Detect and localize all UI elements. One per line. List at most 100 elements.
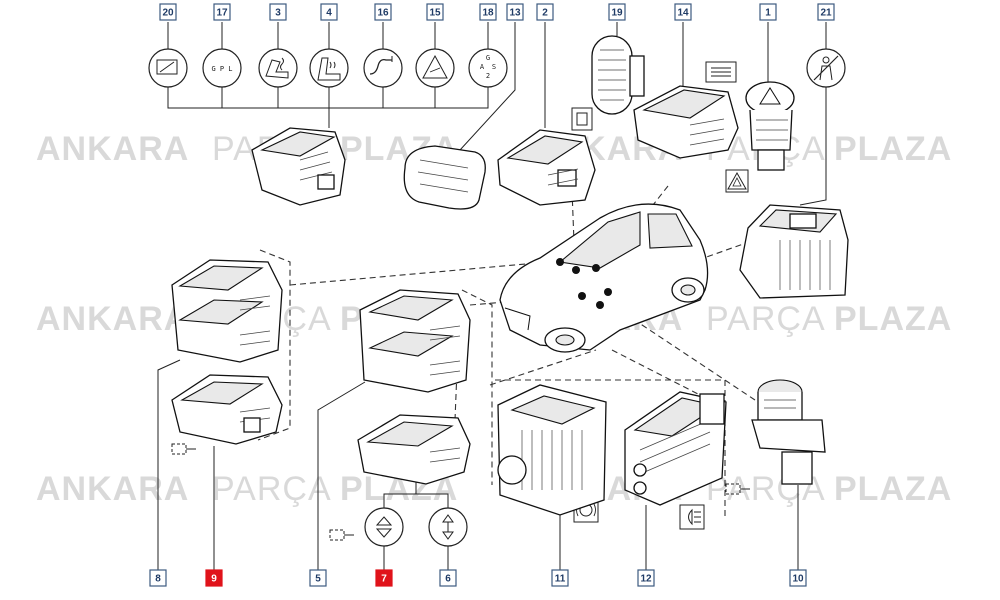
connector-icon-mid bbox=[329, 529, 354, 541]
parts bbox=[171, 35, 849, 516]
car-illustration bbox=[499, 203, 709, 353]
callout-21: 21 bbox=[817, 3, 835, 21]
switch-9 bbox=[171, 374, 283, 445]
callout-number: 4 bbox=[326, 8, 332, 19]
callout-box bbox=[149, 569, 167, 587]
gpl-text: G P L bbox=[211, 65, 232, 73]
callout-box bbox=[205, 569, 223, 587]
callout-box bbox=[269, 3, 287, 21]
damper-icon bbox=[363, 48, 403, 88]
callout-box bbox=[608, 3, 626, 21]
callout-box bbox=[479, 3, 497, 21]
gas-letter: S bbox=[492, 63, 496, 71]
callout-8: 8 bbox=[149, 569, 167, 587]
callout-box bbox=[759, 3, 777, 21]
callout-box bbox=[637, 569, 655, 587]
callout-number: 3 bbox=[275, 8, 281, 19]
callout-9: 9 bbox=[205, 569, 223, 587]
watermark-word: PARÇA bbox=[212, 470, 332, 508]
watermark-word: PLAZA bbox=[834, 300, 952, 338]
switch-12 bbox=[624, 391, 727, 506]
callout-number: 14 bbox=[677, 8, 689, 19]
callout-1: 1 bbox=[759, 3, 777, 21]
gas-letter: 2 bbox=[486, 72, 490, 80]
gpl-icon: G P L bbox=[202, 48, 242, 88]
callout-10: 10 bbox=[789, 569, 807, 587]
callout-box bbox=[426, 3, 444, 21]
callout-box bbox=[506, 3, 524, 21]
airbag-off-icon bbox=[806, 48, 846, 88]
watermark-word: PLAZA bbox=[834, 130, 952, 168]
callout-6: 6 bbox=[439, 569, 457, 587]
callout-box bbox=[817, 3, 835, 21]
gas-letter: A bbox=[480, 63, 485, 71]
watermark-word: ANKARA bbox=[36, 130, 189, 168]
callout-11: 11 bbox=[551, 569, 569, 587]
door-lock-icon bbox=[571, 107, 593, 131]
callout-13: 13 bbox=[506, 3, 524, 21]
callout-box bbox=[213, 3, 231, 21]
callout-12: 12 bbox=[637, 569, 655, 587]
double-switch-5 bbox=[359, 289, 471, 393]
callout-box bbox=[439, 569, 457, 587]
watermark-word: ANKARA bbox=[36, 470, 189, 508]
callout-16: 16 bbox=[374, 3, 392, 21]
callout-7: 7 bbox=[375, 569, 393, 587]
callout-number: 19 bbox=[611, 8, 623, 19]
window-updown-icon-6 bbox=[428, 507, 468, 547]
callout-box bbox=[375, 569, 393, 587]
callout-14: 14 bbox=[674, 3, 692, 21]
callout-number: 20 bbox=[162, 8, 174, 19]
module-21 bbox=[739, 204, 849, 299]
switch-block-top-left bbox=[251, 127, 346, 206]
callout-18: 18 bbox=[479, 3, 497, 21]
gas-icon: G A S 2 bbox=[468, 48, 508, 88]
callout-number: 9 bbox=[211, 574, 217, 585]
callout-box bbox=[789, 569, 807, 587]
callout-number: 5 bbox=[315, 574, 321, 585]
callout-number: 16 bbox=[377, 8, 389, 19]
callout-box bbox=[374, 3, 392, 21]
callout-number: 21 bbox=[820, 8, 832, 19]
callout-15: 15 bbox=[426, 3, 444, 21]
switch-2 bbox=[497, 129, 596, 206]
watermark-row-1: ANKARA PARÇA PLAZA ANKARA PARÇA PLAZA bbox=[36, 130, 952, 168]
rear-defrost-icon bbox=[705, 61, 737, 83]
watermark-row-3: ANKARA PARÇA PLAZA ANKARA PARÇA PLAZA bbox=[36, 470, 951, 508]
callout-box bbox=[551, 569, 569, 587]
callout-5: 5 bbox=[309, 569, 327, 587]
capsule-switch-19 bbox=[591, 35, 645, 115]
callout-2: 2 bbox=[536, 3, 554, 21]
callout-3: 3 bbox=[269, 3, 287, 21]
window-updown-icon-7 bbox=[364, 507, 404, 547]
callout-19: 19 bbox=[608, 3, 626, 21]
callout-number: 2 bbox=[542, 8, 548, 19]
callout-box bbox=[536, 3, 554, 21]
seat-heater-icon bbox=[258, 48, 298, 88]
warning-road-icon bbox=[415, 48, 455, 88]
callout-number: 17 bbox=[216, 8, 228, 19]
callout-number: 12 bbox=[640, 574, 652, 585]
callout-labels: 20 17 3 4 16 15 18 13 2 19 14 1 21 8 9 5 7 6 11 12 10 bbox=[149, 3, 835, 587]
switch-11 bbox=[497, 384, 607, 516]
hazard-icon bbox=[725, 169, 749, 193]
switch-14 bbox=[633, 85, 739, 159]
connector-icon-right bbox=[725, 483, 750, 495]
switch-7 bbox=[357, 414, 471, 485]
callout-number: 11 bbox=[555, 574, 566, 585]
hazard-switch-1 bbox=[745, 81, 795, 171]
rotary-switch-10 bbox=[751, 379, 826, 485]
callout-4: 4 bbox=[320, 3, 338, 21]
rear-window-icon bbox=[148, 48, 188, 88]
connector-icon-left bbox=[171, 443, 196, 455]
oval-switch-13 bbox=[403, 145, 486, 210]
heated-seat-icon bbox=[309, 48, 349, 88]
callout-20: 20 bbox=[159, 3, 177, 21]
square-symbols bbox=[171, 61, 750, 547]
watermark-word: ANKARA bbox=[36, 300, 189, 338]
gas-letter: G bbox=[486, 54, 490, 62]
callout-box bbox=[309, 569, 327, 587]
icon-row: G P L G A S 2 bbox=[148, 48, 846, 88]
